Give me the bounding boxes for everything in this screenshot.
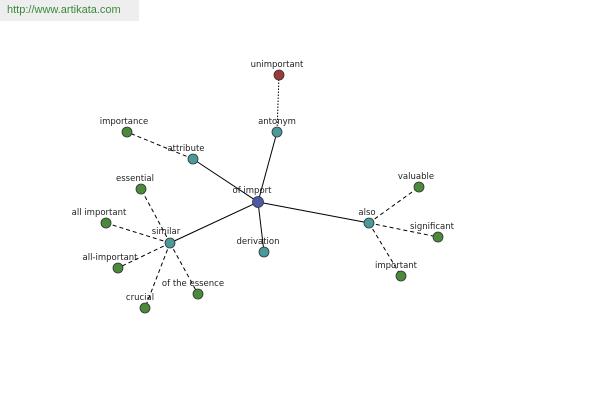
node-similar[interactable] xyxy=(164,237,176,249)
node-label-important[interactable]: important xyxy=(375,261,418,271)
node-also[interactable] xyxy=(363,217,375,229)
edge-of-import-to-similar xyxy=(169,201,259,244)
source-link[interactable]: http://www.artikata.com xyxy=(7,4,121,16)
node-label-unimportant[interactable]: unimportant xyxy=(251,60,304,70)
node-crucial[interactable] xyxy=(139,302,151,314)
edges-layer xyxy=(105,74,439,309)
edge-attribute-to-importance xyxy=(126,131,194,160)
edge-similar-to-of-the-essence xyxy=(169,242,199,295)
node-antonym[interactable] xyxy=(271,126,283,138)
edge-also-to-valuable xyxy=(368,186,420,224)
node-label-also[interactable]: also xyxy=(358,208,375,218)
node-valuable[interactable] xyxy=(413,181,425,193)
node-label-essential[interactable]: essential xyxy=(116,174,154,184)
node-unimportant[interactable] xyxy=(273,69,285,81)
node-derivation[interactable] xyxy=(258,246,270,258)
node-label-attribute[interactable]: attribute xyxy=(167,144,204,154)
edge-antonym-to-unimportant xyxy=(276,74,280,133)
node-attribute[interactable] xyxy=(187,153,199,165)
nodes-layer xyxy=(100,69,444,314)
node-significant[interactable] xyxy=(432,231,444,243)
node-label-valuable[interactable]: valuable xyxy=(398,172,434,182)
edge-of-import-to-derivation xyxy=(257,201,265,253)
node-of-import[interactable] xyxy=(252,196,264,208)
source-link-banner[interactable]: http://www.artikata.com xyxy=(0,0,139,21)
node-of-the-essence[interactable] xyxy=(192,288,204,300)
edge-similar-to-essential xyxy=(140,188,171,244)
node-label-of-the-essence[interactable]: of the essence xyxy=(162,279,224,289)
edge-of-import-to-attribute xyxy=(192,158,259,203)
node-label-derivation[interactable]: derivation xyxy=(236,237,279,247)
node-label-all-important-hyphen[interactable]: all-important xyxy=(83,253,139,263)
edge-of-import-to-also xyxy=(257,201,370,224)
edge-also-to-significant xyxy=(368,222,439,238)
node-label-significant[interactable]: significant xyxy=(410,222,455,232)
node-label-crucial[interactable]: crucial xyxy=(126,293,154,303)
node-label-of-import[interactable]: of import xyxy=(233,186,273,196)
node-importance[interactable] xyxy=(121,126,133,138)
node-label-importance[interactable]: importance xyxy=(100,117,149,127)
node-label-antonym[interactable]: antonym xyxy=(258,117,296,127)
edge-similar-to-crucial xyxy=(144,242,171,309)
edge-of-import-to-antonym xyxy=(257,131,278,203)
node-all-important-space[interactable] xyxy=(100,217,112,229)
node-important[interactable] xyxy=(395,270,407,282)
labels-layer: of import antonym unimportant attribute impo… xyxy=(72,60,455,303)
node-all-important-hyphen[interactable] xyxy=(112,262,124,274)
edge-similar-to-all-important-hyphen xyxy=(117,242,171,269)
node-essential[interactable] xyxy=(135,183,147,195)
edge-also-to-important xyxy=(368,222,402,277)
node-label-similar[interactable]: similar xyxy=(152,227,181,237)
node-label-all-important-space[interactable]: all important xyxy=(72,208,127,218)
